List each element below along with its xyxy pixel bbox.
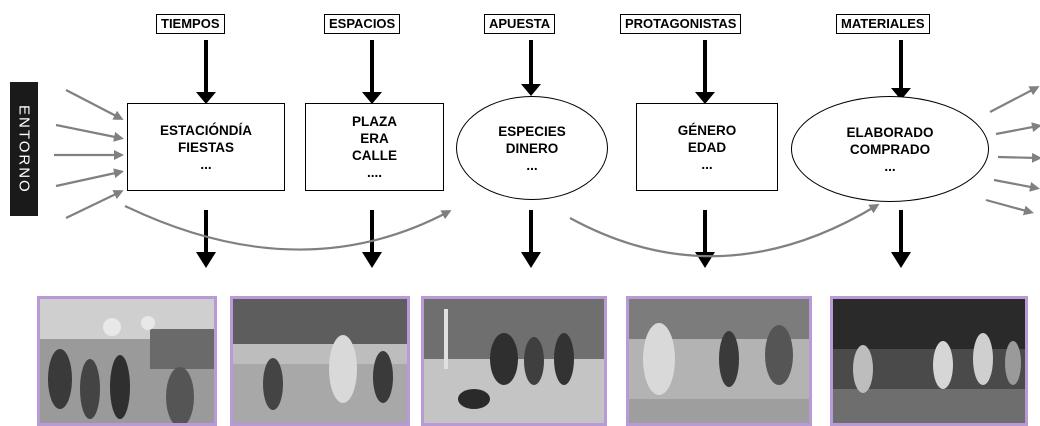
node-protagonistas-line-3: ... bbox=[701, 156, 713, 172]
photo-tiempos bbox=[37, 296, 217, 426]
photo-espacios-image bbox=[233, 299, 407, 423]
node-materiales-line-3: ... bbox=[884, 158, 896, 174]
node-materiales: ELABORADO COMPRADO ... bbox=[791, 96, 989, 202]
node-apuesta-line-2: DINERO bbox=[505, 140, 559, 156]
arrowhead-apuesta-top bbox=[521, 84, 541, 96]
diagram: ENTORNO TIEMPOS ESPACIOS APUESTA PROTAGO… bbox=[10, 14, 1040, 426]
curve-arrow-left bbox=[124, 205, 452, 251]
node-materiales-line-1: ELABORADO bbox=[846, 124, 934, 140]
photo-arrows bbox=[196, 210, 911, 268]
gray-arrow-in-2 bbox=[55, 123, 124, 142]
arrowhead-tiempos-top bbox=[196, 92, 216, 104]
node-protagonistas: GÉNERO EDAD ... bbox=[636, 103, 778, 191]
curve-arrow-right bbox=[569, 203, 880, 258]
gray-arrow-in-5 bbox=[65, 190, 124, 219]
node-espacios-line-4: .... bbox=[366, 165, 382, 180]
photo-protagonistas bbox=[626, 296, 812, 426]
photo-espacios bbox=[230, 296, 410, 426]
header-materiales: MATERIALES bbox=[836, 14, 930, 34]
entorno-arrows bbox=[54, 89, 124, 219]
header-tiempos: TIEMPOS bbox=[156, 14, 225, 34]
header-espacios: ESPACIOS bbox=[324, 14, 401, 34]
header-protagonistas: PROTAGONISTAS bbox=[620, 14, 742, 34]
gray-arrow-in-1 bbox=[65, 89, 124, 120]
node-tiempos-line-3: ... bbox=[200, 156, 212, 172]
gray-arrow-out-5 bbox=[985, 198, 1034, 216]
photo-protagonistas-image bbox=[629, 299, 809, 423]
photo-materiales bbox=[830, 296, 1028, 426]
arrowhead-tiempos-bottom bbox=[196, 252, 216, 268]
node-espacios: PLAZA ERA CALLE .... bbox=[305, 103, 444, 191]
photo-materiales-image bbox=[833, 299, 1025, 423]
arrowhead-espacios-top bbox=[362, 92, 382, 104]
gray-arrow-out-3 bbox=[997, 152, 1040, 163]
gray-arrow-out-1 bbox=[989, 86, 1040, 113]
gray-arrow-in-4 bbox=[55, 168, 124, 188]
node-apuesta-line-3: ... bbox=[526, 157, 538, 173]
arrows-layer bbox=[54, 40, 1040, 268]
photo-apuesta-image bbox=[424, 299, 604, 423]
photo-tiempos-image bbox=[40, 299, 214, 423]
node-protagonistas-line-1: GÉNERO bbox=[677, 122, 737, 138]
header-arrows bbox=[196, 40, 911, 104]
node-espacios-line-2: ERA bbox=[360, 131, 389, 146]
header-apuesta: APUESTA bbox=[484, 14, 556, 34]
arrowhead-protagonistas-top bbox=[695, 92, 715, 104]
node-tiempos-line-1: ESTACIÓNDÍA bbox=[159, 122, 252, 138]
node-espacios-line-1: PLAZA bbox=[352, 114, 397, 129]
arrowhead-materiales-bottom bbox=[891, 252, 911, 268]
arrowhead-espacios-bottom bbox=[362, 252, 382, 268]
gray-arrow-out-2 bbox=[995, 122, 1040, 136]
arrowhead-materiales-top bbox=[891, 88, 911, 100]
entorno-label-box: ENTORNO bbox=[10, 82, 38, 216]
gray-arrow-out-4 bbox=[993, 178, 1040, 192]
node-tiempos-line-2: FIESTAS bbox=[177, 139, 234, 155]
outgoing-arrows bbox=[985, 86, 1040, 216]
node-protagonistas-line-2: EDAD bbox=[687, 139, 727, 155]
node-materiales-line-2: COMPRADO bbox=[849, 141, 931, 157]
node-apuesta: ESPECIES DINERO ... bbox=[456, 96, 608, 200]
photo-apuesta bbox=[421, 296, 607, 426]
arrowhead-apuesta-bottom bbox=[521, 252, 541, 268]
arrowhead-protagonistas-bottom bbox=[695, 252, 715, 268]
node-tiempos: ESTACIÓNDÍA FIESTAS ... bbox=[127, 103, 285, 191]
node-apuesta-line-1: ESPECIES bbox=[498, 123, 566, 139]
node-espacios-line-3: CALLE bbox=[352, 148, 397, 163]
entorno-label: ENTORNO bbox=[15, 104, 33, 194]
curved-arrows bbox=[124, 203, 880, 258]
